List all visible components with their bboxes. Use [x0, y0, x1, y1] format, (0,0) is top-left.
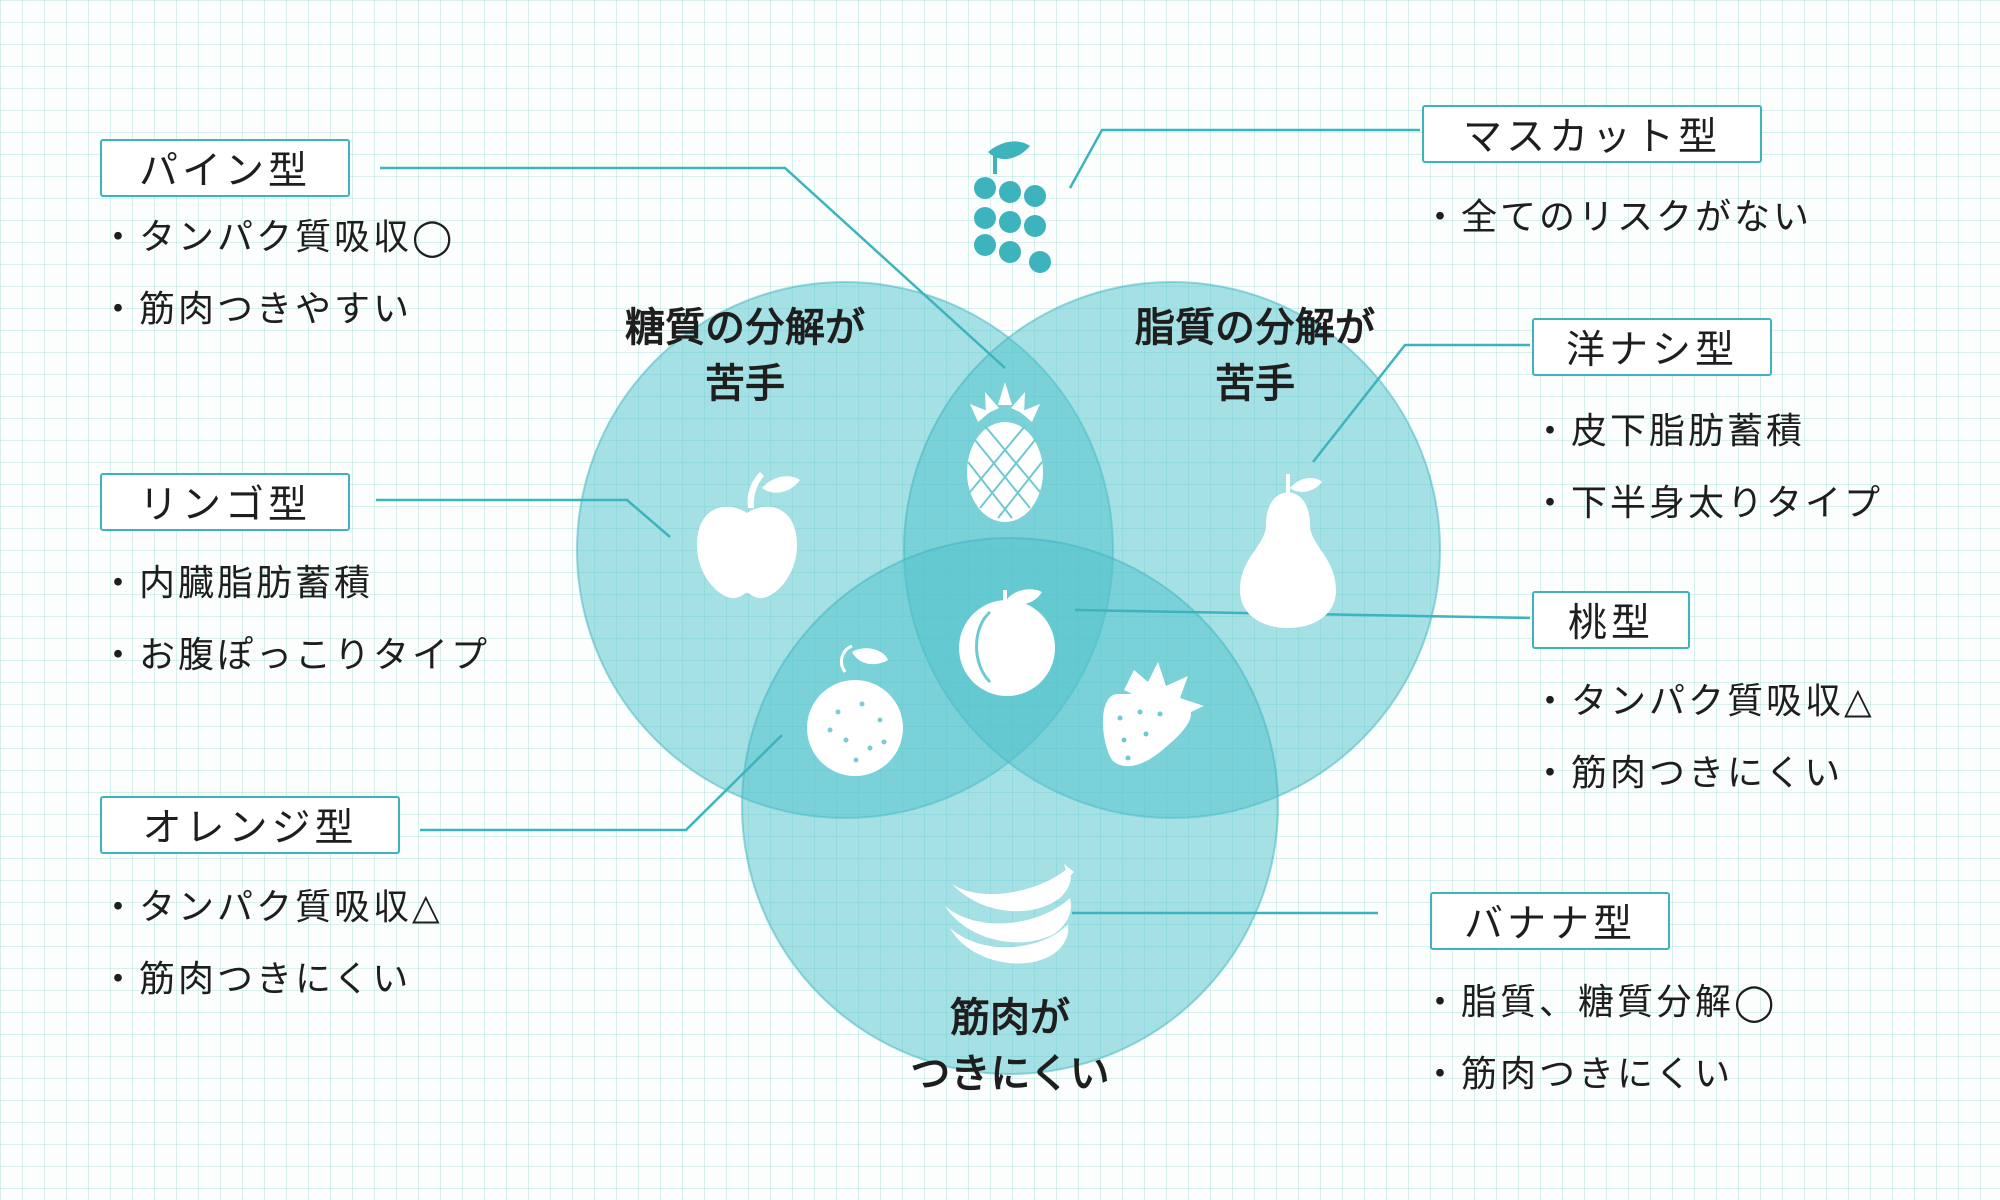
- type-desc-item: ・筋肉つきやすい: [100, 289, 413, 330]
- strawberry-icon: [1102, 662, 1204, 767]
- type-label-pear[interactable]: 洋ナシ型: [1532, 318, 1772, 376]
- connector-lines: [376, 128, 1531, 915]
- type-label-muscat[interactable]: マスカット型: [1422, 105, 1762, 163]
- type-desc-banana: ・脂質、糖質分解◯ ・筋肉つきにくい: [1422, 967, 1777, 1111]
- type-desc-pine: ・タンパク質吸収◯ ・筋肉つきやすい: [100, 202, 455, 346]
- type-desc-item: ・タンパク質吸収△: [100, 887, 443, 928]
- type-desc-item: ・皮下脂肪蓄積: [1532, 411, 1806, 452]
- pineapple-icon: [967, 382, 1043, 522]
- pear-icon: [1240, 474, 1336, 628]
- region-label-fat: 脂質の分解が 苦手: [1135, 305, 1375, 407]
- type-desc-item: ・筋肉つきにくい: [1422, 1054, 1734, 1095]
- type-desc-pear: ・皮下脂肪蓄積 ・下半身太りタイプ: [1532, 396, 1883, 540]
- type-desc-item: ・内臓脂肪蓄積: [100, 563, 374, 604]
- type-desc-orange: ・タンパク質吸収△ ・筋肉つきにくい: [100, 872, 443, 1016]
- type-label-apple[interactable]: リンゴ型: [100, 473, 350, 531]
- orange-icon: [807, 644, 903, 776]
- connector-orange: [420, 734, 783, 832]
- type-label-banana[interactable]: バナナ型: [1430, 892, 1670, 950]
- region-label-muscle: 筋肉が つきにくい: [910, 995, 1110, 1097]
- peach-icon: [959, 589, 1055, 696]
- connector-pear: [1312, 343, 1530, 463]
- type-desc-item: ・タンパク質吸収◯: [100, 217, 456, 258]
- grapes-icon: [974, 141, 1051, 273]
- type-desc-item: ・タンパク質吸収△: [1532, 681, 1875, 722]
- type-desc-item: ・お腹ぽっこりタイプ: [100, 635, 491, 676]
- banana-icon: [945, 864, 1074, 964]
- type-desc-peach: ・タンパク質吸収△ ・筋肉つきにくい: [1532, 666, 1875, 810]
- type-desc-item: ・下半身太りタイプ: [1532, 483, 1884, 524]
- type-desc-item: ・脂質、糖質分解◯: [1422, 982, 1778, 1023]
- connector-pine: [380, 166, 1006, 369]
- type-desc-muscat: ・全てのリスクがない: [1422, 182, 1812, 254]
- connector-muscat: [1068, 128, 1420, 189]
- type-desc-item: ・筋肉つきにくい: [100, 959, 412, 1000]
- type-desc-item: ・全てのリスクがない: [1422, 197, 1813, 238]
- connector-apple: [376, 498, 671, 538]
- apple-icon: [697, 472, 800, 599]
- type-desc-apple: ・内臓脂肪蓄積 ・お腹ぽっこりタイプ: [100, 548, 490, 692]
- type-label-orange[interactable]: オレンジ型: [100, 796, 400, 854]
- type-label-peach[interactable]: 桃型: [1532, 591, 1690, 649]
- circle-muscle: [741, 537, 1279, 1075]
- region-label-sugar: 糖質の分解が 苦手: [625, 305, 865, 407]
- type-label-pine[interactable]: パイン型: [100, 139, 350, 197]
- type-desc-item: ・筋肉つきにくい: [1532, 753, 1844, 794]
